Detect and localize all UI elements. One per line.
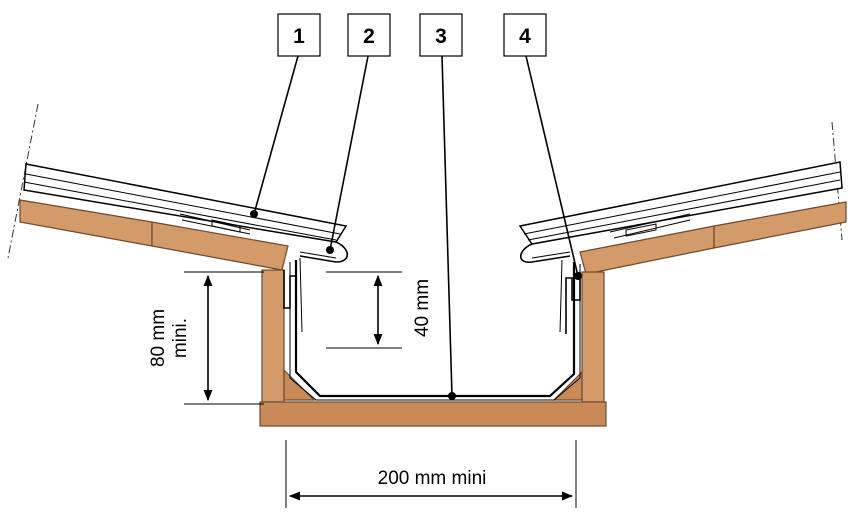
callout-3: 3 <box>419 13 463 57</box>
overlap-label: 40 mm <box>412 279 433 337</box>
gutter-liner <box>294 260 576 398</box>
callout-1-label: 1 <box>293 25 305 48</box>
callout-leaders <box>250 55 582 400</box>
callout-1: 1 <box>277 13 321 57</box>
left-fixing-clip <box>283 257 303 336</box>
left-roof-axis <box>7 103 39 259</box>
depth-label-line1: 80 mm <box>148 309 169 367</box>
callout-3-label: 3 <box>435 25 447 48</box>
callout-4: 4 <box>503 13 547 57</box>
callout-2: 2 <box>347 13 391 57</box>
right-roof-panel <box>518 161 843 263</box>
depth-dimension: 80 mm mini. <box>148 271 264 405</box>
callout-2-label: 2 <box>363 25 375 48</box>
depth-label-line2: mini. <box>170 318 191 358</box>
right-fixing-clip <box>559 259 581 334</box>
width-dimension: 200 mm mini <box>285 440 577 508</box>
gutter-box <box>259 269 607 427</box>
right-rafter <box>579 201 847 275</box>
overlap-dimension: 40 mm <box>326 271 433 349</box>
width-label: 200 mm mini <box>378 468 487 489</box>
callout-4-label: 4 <box>519 25 531 48</box>
left-roof-panel <box>23 163 349 263</box>
